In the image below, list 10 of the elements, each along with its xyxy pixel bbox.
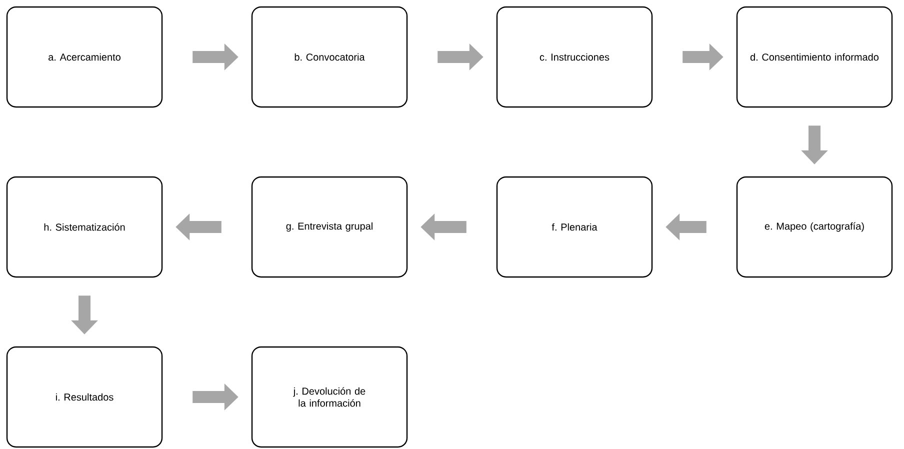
process-box: g. Entrevista grupal — [251, 176, 408, 278]
process-box: h. Sistematización — [6, 176, 163, 278]
process-box: f. Plenaria — [496, 176, 653, 278]
process-box: d. Consentimiento informado — [736, 6, 893, 108]
process-box: c. Instrucciones — [496, 6, 653, 108]
process-box: e. Mapeo (cartografía) — [736, 176, 893, 278]
process-box: b. Convocatoria — [251, 6, 408, 108]
process-box: j. Devolución de la información — [251, 346, 408, 448]
process-box: a. Acercamiento — [6, 6, 163, 108]
process-box: i. Resultados — [6, 346, 163, 448]
